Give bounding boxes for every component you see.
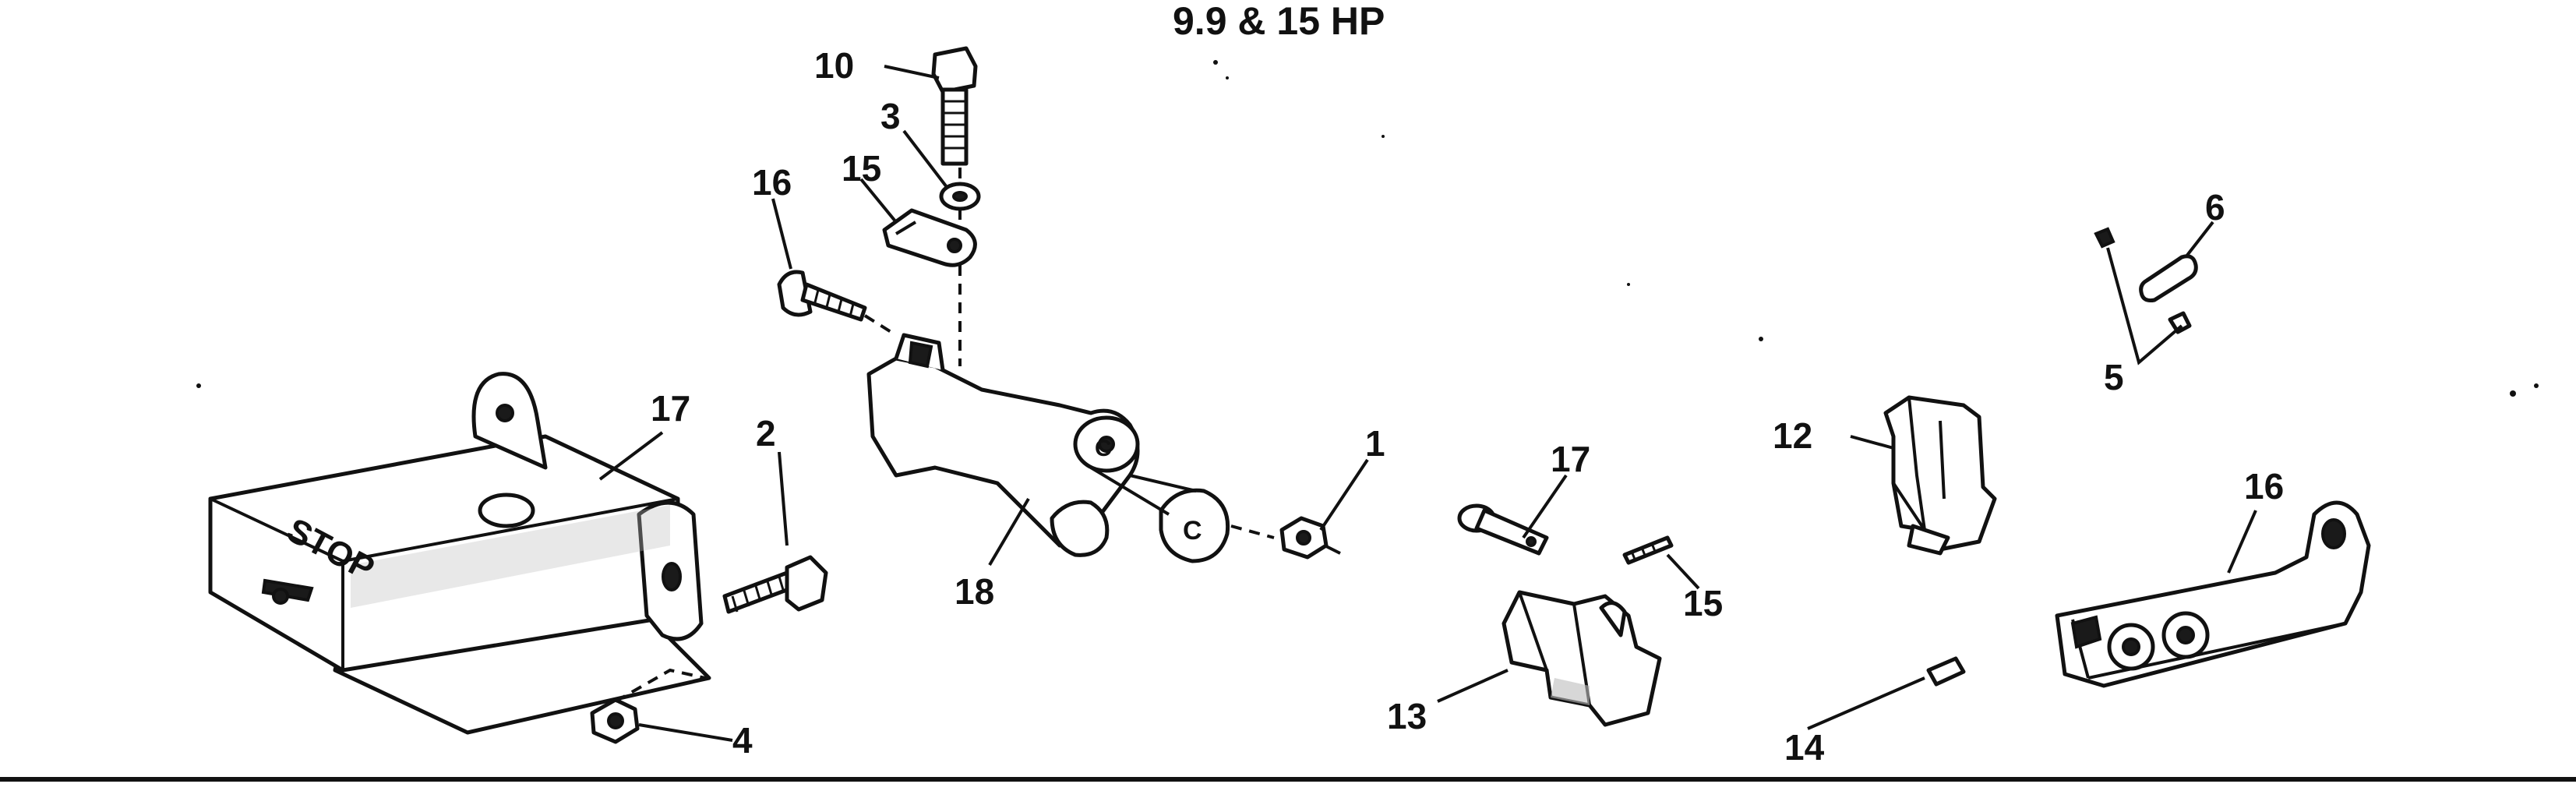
callout-12: 12 [1773,415,1812,456]
arm-c-label: C [1183,516,1202,546]
part-10-bolt [931,46,978,166]
callout-14: 14 [1784,727,1825,768]
part-3-washer [939,182,981,211]
callout-2: 2 [756,413,776,454]
part-8-link [882,208,977,267]
callout-15: 15 [1683,583,1723,623]
part-5-screws [2094,227,2192,334]
part-18-arm: C C [866,333,1230,563]
callout-4: 4 [732,720,753,761]
callout-16: 16 [2244,466,2284,507]
scan-specks [196,60,2539,397]
callout-13: 13 [1387,696,1427,736]
callout-18: 18 [955,571,994,612]
callout-3: 3 [880,96,901,136]
part-4-nut [590,697,640,744]
part-12-clip [1883,395,1997,556]
part-1-nut [1279,516,1329,560]
diagram-title: 9.9 & 15 HP [1173,0,1385,43]
part-16-link [2055,500,2371,688]
callout-6: 6 [2205,187,2225,228]
part-7-stop-bracket: STOP [208,372,711,735]
callout-9: 16 [752,162,792,203]
callout-10: 10 [814,45,854,86]
part-13-bracket [1501,590,1662,727]
part-17-pin [1457,503,1549,556]
part-6-pin [2139,254,2198,302]
part-9-screw [777,270,867,322]
part-14-pin [1926,656,1966,687]
callout-8: 15 [842,148,881,189]
callout-1: 1 [1365,423,1385,464]
arm-c-label-2: C [1095,436,1112,461]
callout-17: 17 [1551,439,1590,479]
callout-7: 17 [651,388,690,429]
callout-5: 5 [2104,357,2124,397]
part-15-pin [1622,535,1674,565]
part-2-bolt [722,555,828,614]
